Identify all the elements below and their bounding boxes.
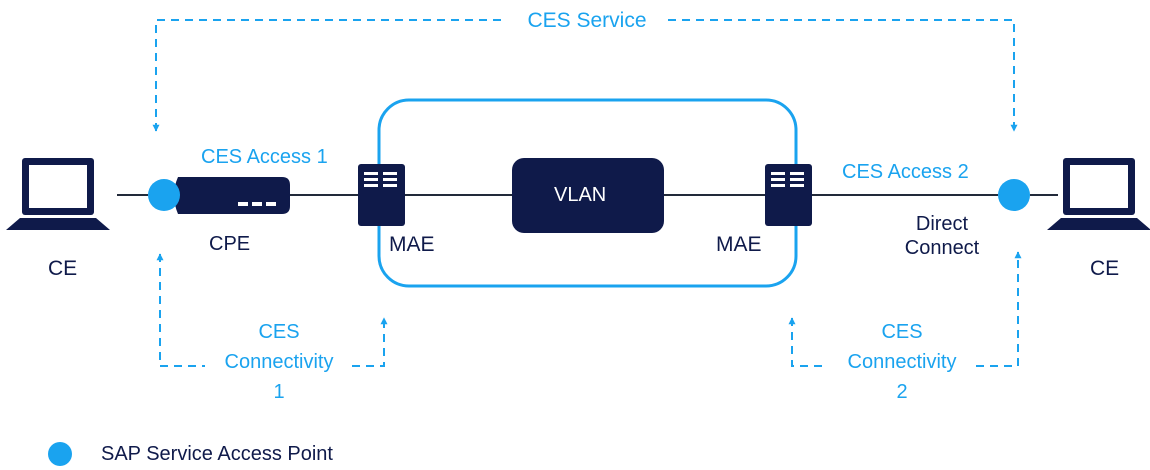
legend-sap-dot: [48, 442, 72, 466]
ces-access-2-label: CES Access 2: [842, 161, 969, 183]
ces-connectivity-1-line-1: CES: [258, 321, 300, 343]
ces-connectivity-1-line-2: Connectivity: [224, 351, 334, 373]
ces-connectivity-1-bracket: [156, 253, 388, 367]
cpe-label: CPE: [209, 233, 251, 255]
laptop-icon-right: [1047, 158, 1150, 230]
vlan-box: [512, 158, 664, 233]
mae-left-label: MAE: [389, 233, 435, 256]
legend-sap-label: SAP Service Access Point: [101, 443, 333, 465]
mae-right-label: MAE: [716, 233, 762, 256]
laptop-icon-left: [6, 158, 110, 230]
mae-server-icon-left: [358, 164, 405, 226]
ces-connectivity-2-line-3: 2: [896, 381, 908, 403]
ces-service-label: CES Service: [527, 9, 647, 32]
cpe-device-icon: [174, 177, 290, 214]
vlan-label: VLAN: [554, 184, 607, 206]
direct-connect-line-1: Direct: [915, 213, 969, 235]
ces-connectivity-1-line-3: 1: [273, 381, 285, 403]
ce-right-label: CE: [1090, 257, 1120, 280]
ces-connectivity-2-bracket: [788, 251, 1022, 367]
ce-left-label: CE: [48, 257, 78, 280]
sap-access-point-left: [148, 179, 180, 211]
ces-connectivity-2-line-1: CES: [881, 321, 923, 343]
mae-server-icon-right: [765, 164, 812, 226]
ces-access-1-label: CES Access 1: [201, 146, 328, 168]
direct-connect-line-2: Connect: [904, 237, 980, 259]
ces-connectivity-2-line-2: Connectivity: [847, 351, 957, 373]
ces-service-bracket: [152, 19, 1018, 132]
sap-access-point-right: [998, 179, 1030, 211]
